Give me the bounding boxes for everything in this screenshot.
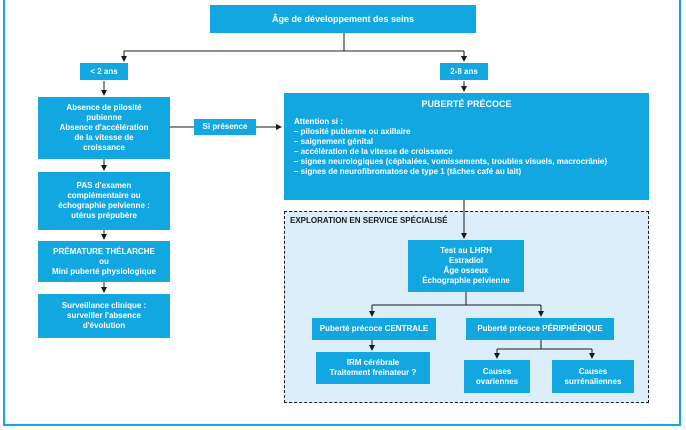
- root-label: Âge de développement des seins: [271, 14, 415, 24]
- irm-line: Traitement freinateur ?: [329, 368, 417, 377]
- causes-line: Causes: [482, 366, 512, 376]
- left-box-line: utérus prépubère: [71, 211, 137, 220]
- test-item: Test au LHRH: [440, 246, 492, 255]
- si-presence-label: Si présence: [202, 122, 248, 131]
- left-box-absence: Absence de pilosité pubienne Absence d'a…: [38, 97, 170, 159]
- left-box-line: croissance: [83, 143, 125, 152]
- attention-intro: Attention si :: [294, 117, 343, 126]
- root-box: Âge de développement des seins: [210, 5, 476, 33]
- left-box-examen: PAS d'examen complémentaire ou échograph…: [38, 172, 170, 230]
- left-box-surveillance: Surveillance clinique : surveiller l'abs…: [38, 294, 170, 338]
- puberte-precoce-box: PUBERTÉ PRÉCOCE Attention si : – pilosit…: [284, 93, 649, 200]
- left-box-line: d'évolution: [82, 321, 126, 330]
- centrale-label: Puberté précoce CENTRALE: [319, 324, 429, 333]
- irm-line: IRM cérébrale: [346, 358, 400, 367]
- causes-ovariennes-box: Causes ovariennes: [464, 360, 530, 393]
- branch-left-box: < 2 ans: [80, 63, 128, 80]
- peripherique-label: Puberté précoce PÉRIPHÉRIQUE: [477, 324, 603, 333]
- left-box-line: PRÉMATURE THÉLARCHE: [53, 246, 155, 256]
- left-box-line: Mini puberté physiologique: [52, 266, 156, 276]
- irm-box: IRM cérébrale Traitement freinateur ?: [316, 352, 430, 384]
- left-box-line: échographie pelvienne :: [58, 201, 150, 210]
- left-box-line: complémentaire ou: [67, 191, 141, 200]
- branch-right-label: 2-8 ans: [450, 66, 478, 76]
- test-item: Âge osseux: [443, 266, 489, 275]
- branch-left-label: < 2 ans: [90, 66, 118, 76]
- peripherique-box: Puberté précoce PÉRIPHÉRIQUE: [466, 318, 614, 340]
- exploration-title: EXPLORATION EN SERVICE SPÉCIALISÉ: [290, 216, 448, 225]
- causes-surrenaliennes-box: Causes surrénaliennes: [552, 360, 634, 393]
- left-box-line: pubienne: [86, 113, 122, 122]
- si-presence-box: Si présence: [194, 119, 256, 135]
- test-item: Estradiol: [448, 256, 484, 265]
- tests-box: Test au LHRH Estradiol Âge osseux Échogr…: [408, 240, 524, 292]
- causes-line: ovariennes: [475, 376, 519, 386]
- outer-frame: [3, 0, 681, 426]
- left-box-line: surveiller l'absence: [67, 311, 141, 320]
- left-box-thelarche: PRÉMATURE THÉLARCHE ou Mini puberté phys…: [38, 241, 170, 282]
- attention-item: – accélération de la vitesse de croissan…: [294, 147, 453, 156]
- left-box-line: Surveillance clinique :: [61, 301, 147, 310]
- left-box-line: ou: [99, 256, 109, 266]
- attention-item: – signes neurologiques (céphalées, vomis…: [294, 157, 608, 166]
- left-box-line: Absence d'accélération: [59, 123, 149, 132]
- attention-item: – pilosité pubienne ou axillaire: [294, 127, 411, 136]
- branch-right-box: 2-8 ans: [440, 63, 488, 80]
- centrale-box: Puberté précoce CENTRALE: [312, 318, 436, 340]
- test-item: Échographie pelvienne: [422, 276, 510, 285]
- left-box-line: Absence de pilosité: [66, 103, 142, 112]
- causes-line: Causes: [578, 366, 608, 376]
- left-box-line: PAS d'examen: [76, 181, 132, 190]
- puberte-precoce-title: PUBERTÉ PRÉCOCE: [421, 99, 512, 109]
- left-box-line: de la vitesse de: [74, 133, 134, 142]
- attention-item: – signes de neurofibromatose de type 1 (…: [294, 167, 522, 176]
- attention-item: – saignement génital: [294, 137, 374, 146]
- causes-line: surrénaliennes: [564, 376, 622, 386]
